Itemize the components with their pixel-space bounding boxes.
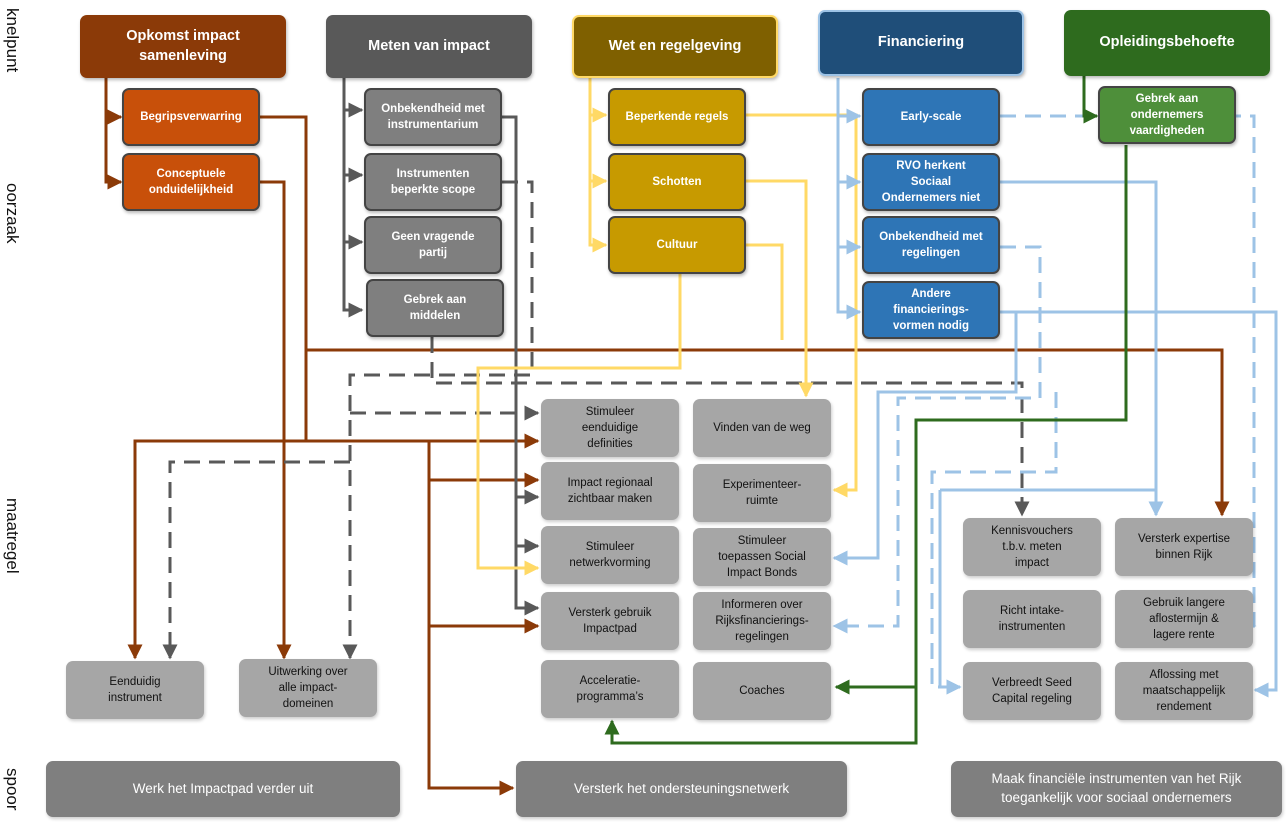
track-impactpad: Werk het Impactpad verder uit [46,761,400,817]
link-onbek-informeren [832,245,1042,634]
measure-informeren-regelingen: Informeren over Rijksfinancierings- rege… [693,592,831,650]
link-schotten-vinden [746,179,814,398]
measure-acceleratieprogrammas: Acceleratie- programma’s [541,660,679,718]
measure-impact-regionaal: Impact regionaal zichtbaar maken [541,462,679,520]
measure-vinden-van-de-weg: Vinden van de weg [693,399,831,457]
link-wet-trunk [588,78,608,253]
measure-versterk-expertise: Versterk expertise binnen Rijk [1115,518,1253,576]
link-concept-out [260,180,292,660]
measure-aflostermijn: Gebruik langere aflostermijn & lagere re… [1115,590,1253,648]
track-financiele-instrumenten: Maak financiële instrumenten van het Rij… [951,761,1282,817]
track-ondersteuningsnetwerk: Versterk het ondersteuningsnetwerk [516,761,847,817]
cause-gebrek-aan-middelen: Gebrek aan middelen [366,279,504,337]
header-opkomst-impact: Opkomst impact samenleving [80,15,286,78]
link-begrip-eenduidig [127,350,308,660]
link-cultuur-netwerk [476,272,682,576]
link-cultuur-track [746,243,784,340]
link-meten-trunk [342,78,364,318]
link-andere-aflos [1000,310,1278,698]
link-middelen-kennis [430,337,1030,517]
link-beperkende-exp [746,113,858,498]
measure-stimuleer-definities: Stimuleer eenduidige definities [541,399,679,457]
measure-kennisvouchers: Kennisvouchers t.b.v. meten impact [963,518,1101,576]
measure-eenduidig-instrument: Eenduidig instrument [66,661,204,719]
link-middelen-eenduidig [162,460,350,660]
side-label-maatregel: maatregel [3,498,22,574]
link-fin-trunk [836,78,862,320]
link-concept-track [427,441,515,796]
measure-versterk-impactpad: Versterk gebruik Impactpad [541,592,679,650]
measure-social-impact-bonds: Stimuleer toepassen Social Impact Bonds [693,528,831,586]
side-label-spoor: spoor [3,768,22,811]
measure-experimenteerruimte: Experimenteer- ruimte [693,464,831,522]
cause-cultuur: Cultuur [608,216,746,274]
measure-richt-intake: Richt intake- instrumenten [963,590,1101,648]
cause-onbekendheid-instrumentarium: Onbekendheid met instrumentarium [364,88,502,146]
header-financiering: Financiering [818,10,1024,76]
link-seed-arrow [938,490,962,695]
link-onbek-instr-out [502,115,540,616]
link-rvo-expertise [1000,180,1164,517]
side-label-oorzaak: oorzaak [3,183,22,244]
cause-instrumenten-beperkte-scope: Instrumenten beperkte scope [364,153,502,211]
cause-beperkende-regels: Beperkende regels [608,88,746,146]
cause-onbekendheid-regelingen: Onbekendheid met regelingen [862,216,1000,274]
link-onbek-intake [930,392,1058,695]
cause-begripsverwarring: Begripsverwarring [122,88,260,146]
link-andere-sib [832,312,1018,566]
header-meten-van-impact: Meten van impact [326,15,532,78]
measure-coaches: Coaches [693,662,831,720]
link-opl-gebrek [1082,76,1099,124]
link-gebrek-out [604,145,1128,745]
measure-uitwerking-impactdomeinen: Uitwerking over alle impact- domeinen [239,659,377,717]
cause-gebrek-vaardigheden: Gebrek aan ondernemers vaardigheden [1098,86,1236,144]
link-impact-begrip [104,78,123,125]
header-opleidingsbehoefte: Opleidingsbehoefte [1064,10,1270,76]
link-impact-concept [104,117,123,190]
cause-geen-vragende-partij: Geen vragende partij [364,216,502,274]
measure-aflossing-rendement: Aflossing met maatschappelijk rendement [1115,662,1253,720]
cause-conceptuele-onduidelijkheid: Conceptuele onduidelijkheid [122,153,260,211]
cause-early-scale: Early-scale [862,88,1000,146]
measure-netwerkvorming: Stimuleer netwerkvorming [541,526,679,584]
cause-schotten: Schotten [608,153,746,211]
side-label-knelpunt: knelpunt [3,8,22,73]
cause-rvo-herkent-niet: RVO herkent Sociaal Ondernemers niet [862,153,1000,211]
cause-andere-financieringsvormen: Andere financierings- vormen nodig [862,281,1000,339]
measure-seed-capital: Verbreedt Seed Capital regeling [963,662,1101,720]
header-wet-en-regelgeving: Wet en regelgeving [572,15,778,78]
